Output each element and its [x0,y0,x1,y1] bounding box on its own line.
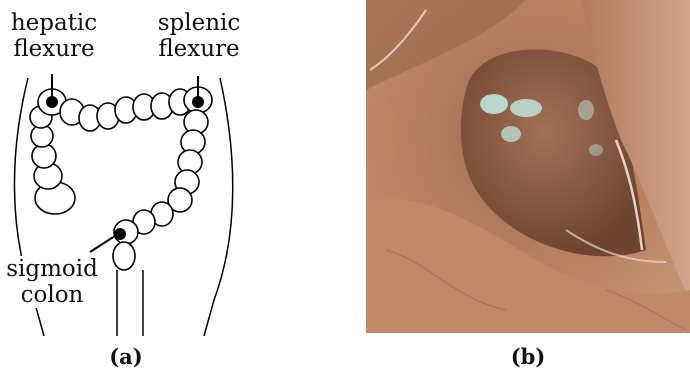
sigmoid-dot [114,228,126,240]
hepatic-dot [46,96,58,108]
body-outline-right [204,78,233,336]
rectum [117,270,143,336]
colon [30,87,212,270]
splenic-flexure-label: splenic flexure [150,10,248,62]
caption-b: (b) [498,344,558,369]
splenic-dot [192,96,204,108]
endoscopy-image [366,0,690,333]
caption-a: (a) [96,344,156,369]
hepatic-flexure-label: hepatic flexure [8,10,100,62]
colon-diagram-panel: hepatic flexure splenic flexure sigmoid … [0,0,300,340]
colon-lumen-image [366,0,690,333]
sigmoid-colon-label: sigmoid colon [4,256,100,308]
